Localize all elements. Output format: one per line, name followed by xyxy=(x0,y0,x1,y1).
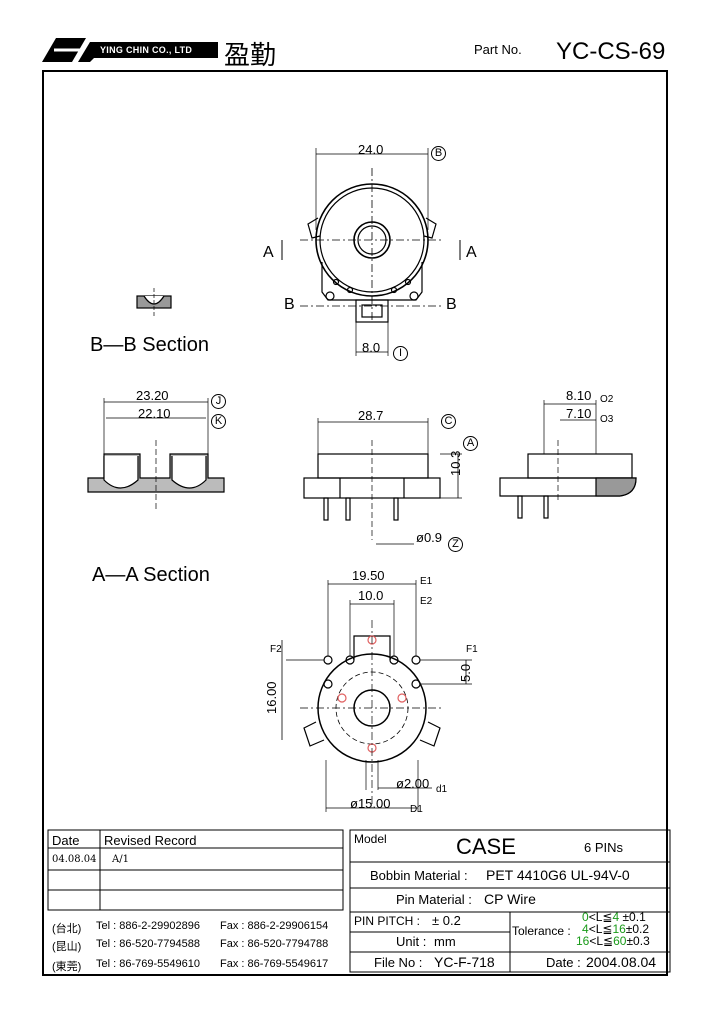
ref-marker-j: J xyxy=(211,394,226,409)
dim-bb-inner: 22.10 xyxy=(138,406,171,421)
model-value: CASE xyxy=(456,834,516,859)
ref-marker-i: I xyxy=(393,346,408,361)
rev-col-date: Date xyxy=(52,833,80,848)
tolerance-label: Tolerance : xyxy=(512,924,571,938)
unit-label: Unit : xyxy=(396,934,427,949)
pin-material-label: Pin Material : xyxy=(396,892,472,907)
ref-marker-o2: O2 xyxy=(600,394,614,405)
ref-marker-k: K xyxy=(211,414,226,429)
ref-marker-f1: F1 xyxy=(466,644,478,655)
dim-e2: 10.0 xyxy=(358,588,384,603)
aa-section-view xyxy=(281,580,472,812)
contact-fax-2: Fax : 86-520-7794788 xyxy=(220,938,329,950)
date-label: Date : xyxy=(546,955,581,970)
bobbin-value: PET 4410G6 UL-94V-0 xyxy=(486,867,630,883)
section-b-right: B xyxy=(446,296,457,313)
section-b-left: B xyxy=(284,296,295,313)
ref-marker-o3: O3 xyxy=(600,414,614,425)
file-no-value: YC-F-718 xyxy=(434,954,495,970)
part-no-value: YC-CS-69 xyxy=(556,38,666,65)
dim-pin-diameter: ø0.9 xyxy=(416,530,443,545)
ref-marker-b: B xyxy=(431,146,446,161)
file-no-label: File No : xyxy=(374,955,423,970)
technical-drawing xyxy=(87,148,637,812)
contact-fax-3: Fax : 86-769-5549617 xyxy=(220,958,329,970)
side-view xyxy=(499,400,637,519)
drawing-frame xyxy=(42,70,668,976)
bobbin-label: Bobbin Material : xyxy=(370,868,468,883)
ref-marker-e2: E2 xyxy=(420,596,433,607)
pitch-value: ± 0.2 xyxy=(432,913,461,928)
rev-row-date: 04.08.04 xyxy=(52,854,97,865)
company-logo xyxy=(42,38,218,62)
date-value: 2004.08.04 xyxy=(586,954,657,970)
front-view xyxy=(303,418,462,545)
unit-value: mm xyxy=(434,934,456,949)
rev-col-record: Revised Record xyxy=(104,833,197,848)
bb-section-view xyxy=(87,398,225,510)
contact-loc-2: (昆山) xyxy=(52,941,82,953)
dim-bb-outer: 23.20 xyxy=(136,388,169,403)
section-a-left: A xyxy=(263,244,274,261)
part-no-label: Part No. xyxy=(474,42,522,57)
ref-marker-e1: E1 xyxy=(420,576,433,587)
company-name-cn: 盈勤 xyxy=(224,41,277,71)
ref-marker-c: C xyxy=(441,414,456,429)
dim-pin-width: 8.0 xyxy=(362,340,381,355)
bb-section-icon xyxy=(136,288,172,316)
pin-material-value: CP Wire xyxy=(484,891,536,907)
section-a-right: A xyxy=(466,244,477,261)
aa-section-title: A—A Section xyxy=(92,564,210,586)
dim-d: ø15.00 xyxy=(350,796,391,811)
dim-side-1: 8.10 xyxy=(566,388,592,403)
contact-tel-3: Tel : 86-769-5549610 xyxy=(96,958,200,970)
dim-side-2: 7.10 xyxy=(566,406,592,421)
contact-tel-2: Tel : 86-520-7794588 xyxy=(96,938,200,950)
ref-marker-z: Z xyxy=(448,537,463,552)
ref-marker-d: D1 xyxy=(410,804,423,815)
rev-row-record: A/1 xyxy=(112,854,129,865)
contact-loc-3: (東莞) xyxy=(52,961,82,973)
top-view xyxy=(281,148,461,356)
ref-marker-d1: d1 xyxy=(436,784,448,795)
company-name-en: YING CHIN CO., LTD xyxy=(100,45,193,55)
tolerance-row-3: 16<L≦60±0.3 xyxy=(576,934,650,948)
tolerance-row-1: 0<L≦4 ±0.1 xyxy=(582,910,646,924)
pin-count: 6 PINs xyxy=(584,840,624,855)
ref-marker-f2: F2 xyxy=(270,644,282,655)
tolerance-row-2: 4<L≦16±0.2 xyxy=(582,922,650,936)
dim-top-width: 24.0 xyxy=(358,142,384,157)
pitch-label: PIN PITCH : xyxy=(354,914,421,928)
dim-e1: 19.50 xyxy=(352,568,385,583)
ref-marker-a: A xyxy=(463,436,478,451)
bb-section-title: B—B Section xyxy=(90,334,209,356)
dim-front-width: 28.7 xyxy=(358,408,384,423)
model-label: Model xyxy=(354,832,387,846)
contact-tel-1: Tel : 886-2-29902896 xyxy=(96,920,200,932)
contact-fax-1: Fax : 886-2-29906154 xyxy=(220,920,329,932)
contact-loc-1: (台北) xyxy=(52,923,82,935)
dim-d1: ø2.00 xyxy=(396,776,430,791)
